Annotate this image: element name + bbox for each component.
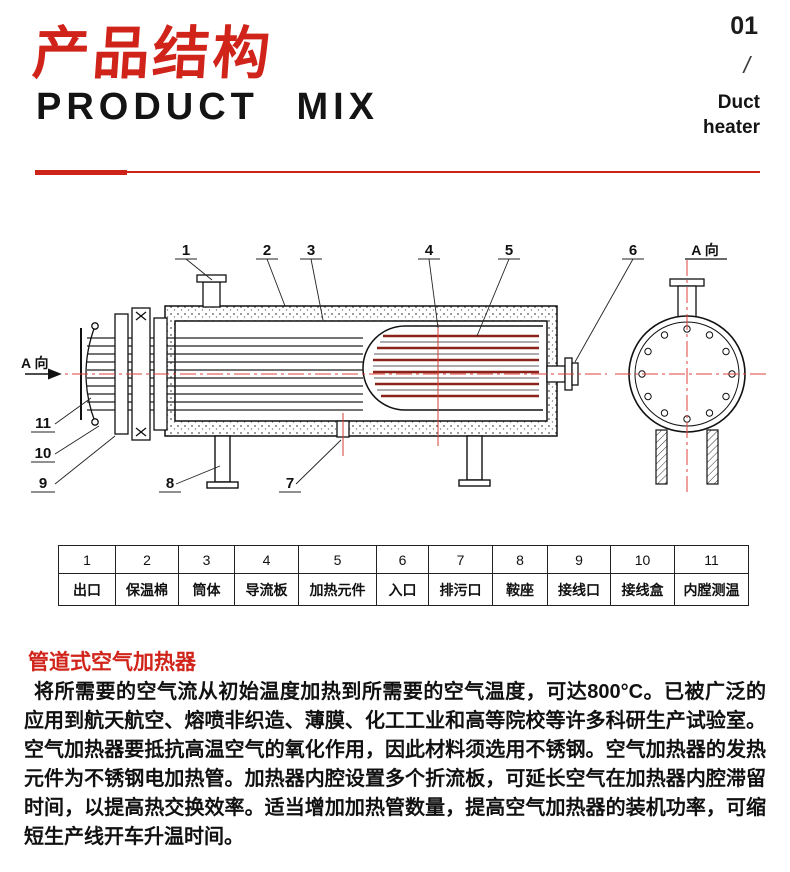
part-name-cell: 接线盒: [610, 573, 675, 606]
category-line-2: heater: [702, 117, 760, 138]
part-name-cell: 导流板: [234, 573, 299, 606]
article-title: 管道式空气加热器: [28, 651, 196, 674]
part-number-cell: 6: [376, 545, 429, 574]
heater-drawing: A 向 A 向 1 2 3 4: [21, 242, 767, 493]
product-diagram: A 向 A 向 1 2 3 4: [15, 228, 775, 528]
part-number-row: 1 2 3 4 5 6 7 8 9 10 11: [58, 545, 749, 574]
category-line-1: Duct: [717, 92, 760, 113]
svg-text:2: 2: [263, 242, 271, 259]
svg-text:11: 11: [35, 415, 51, 432]
callout-9: 9: [31, 435, 116, 493]
svg-text:8: 8: [166, 475, 174, 492]
callouts: 1 2 3 4 5 6 7: [31, 242, 644, 493]
svg-text:1: 1: [182, 242, 190, 259]
view-label-right-group: A 向: [685, 242, 727, 260]
part-name-cell: 筒体: [178, 573, 235, 606]
view-label-left-group: A 向: [21, 355, 62, 380]
outlet-nozzle: [196, 274, 227, 308]
part-number-cell: 2: [115, 545, 179, 574]
callout-11: 11: [31, 397, 92, 433]
part-number-cell: 8: [492, 545, 548, 574]
part-number-cell: 4: [234, 545, 299, 574]
tube-bundle: [362, 324, 543, 446]
part-number-cell: 1: [58, 545, 116, 574]
part-name-row: 出口 保温棉 筒体 导流板 加热元件 入口 排污口 鞍座 接线口 接线盒 内膛测…: [58, 573, 749, 606]
callout-7: 7: [279, 439, 342, 493]
header-rule: [35, 169, 760, 175]
drain-stub: [336, 413, 350, 456]
callout-2: 2: [256, 242, 286, 307]
rule-thick-segment: [35, 169, 127, 175]
part-number-cell: 11: [674, 545, 749, 574]
svg-text:6: 6: [629, 242, 637, 259]
svg-text:5: 5: [505, 242, 513, 259]
part-number-cell: 7: [428, 545, 493, 574]
callout-1: 1: [175, 242, 213, 281]
end-view-leg-left: [655, 429, 668, 485]
centerlines: [45, 260, 767, 492]
svg-text:4: 4: [425, 242, 434, 259]
article-body: 将所需要的空气流从初始温度加热到所需要的空气温度，可达800°C。已被广泛的应用…: [24, 681, 766, 848]
svg-text:10: 10: [35, 445, 52, 462]
view-label-left: A 向: [21, 355, 48, 371]
callout-3: 3: [300, 242, 324, 321]
part-number-cell: 9: [547, 545, 611, 574]
callout-5: 5: [476, 242, 520, 337]
svg-text:3: 3: [307, 242, 315, 259]
part-name-cell: 鞍座: [492, 573, 548, 606]
part-name-cell: 出口: [58, 573, 116, 606]
parts-table: 1 2 3 4 5 6 7 8 9 10 11 出口 保温棉 筒体 导流板 加热…: [58, 545, 749, 606]
saddle-legs: [206, 435, 491, 489]
part-name-cell: 排污口: [428, 573, 493, 606]
part-number-cell: 5: [298, 545, 377, 574]
svg-text:7: 7: [286, 475, 294, 492]
callout-8: 8: [159, 465, 221, 493]
rule-thin-segment: [127, 171, 760, 173]
title-english: PRODUCT MIX: [36, 86, 379, 128]
svg-text:9: 9: [39, 475, 47, 492]
part-name-cell: 内膛测温: [674, 573, 749, 606]
end-view-leg-right: [706, 429, 719, 485]
slash-divider: /: [743, 52, 750, 78]
part-name-cell: 接线口: [547, 573, 611, 606]
view-label-right: A 向: [691, 242, 718, 258]
callout-6: 6: [574, 242, 644, 363]
bolt-holes: [638, 325, 736, 423]
part-number-cell: 3: [178, 545, 235, 574]
part-name-cell: 入口: [376, 573, 429, 606]
page-number: 01: [730, 12, 758, 40]
part-name-cell: 保温棉: [115, 573, 179, 606]
title-chinese: 产品结构: [30, 22, 275, 86]
callout-10: 10: [31, 425, 100, 463]
part-name-cell: 加热元件: [298, 573, 377, 606]
callout-4: 4: [418, 242, 440, 329]
part-number-cell: 10: [610, 545, 675, 574]
